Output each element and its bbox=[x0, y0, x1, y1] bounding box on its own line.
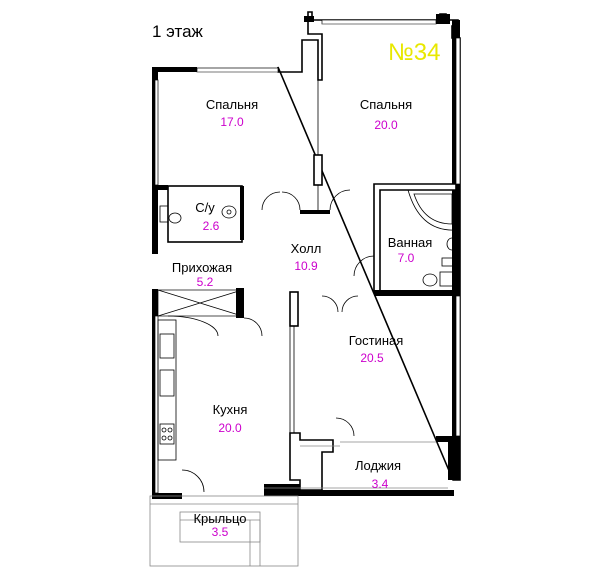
room-area: 20.5 bbox=[360, 351, 384, 365]
apartment-number: №34 bbox=[388, 39, 440, 66]
room-name: Спальня bbox=[206, 97, 258, 112]
room-area: 3.4 bbox=[372, 477, 389, 491]
room-name: Гостиная bbox=[349, 333, 404, 348]
room-label-bedroom-1: Спальня 17.0 bbox=[206, 97, 258, 129]
room-area: 20.0 bbox=[218, 421, 242, 435]
fixtures bbox=[157, 189, 458, 461]
room-name: Кухня bbox=[213, 402, 248, 417]
room-area: 5.2 bbox=[197, 275, 214, 289]
room-label-hall: Холл 10.9 bbox=[291, 241, 322, 273]
room-label-bedroom-2: Спальня 20.0 bbox=[360, 97, 412, 132]
room-label-living: Гостиная 20.5 bbox=[349, 333, 404, 365]
room-name: Лоджия bbox=[355, 458, 401, 473]
floor-label: 1 этаж bbox=[152, 22, 204, 41]
doors bbox=[167, 189, 375, 493]
room-label-entrance: Прихожая 5.2 bbox=[172, 260, 232, 289]
room-label-kitchen: Кухня 20.0 bbox=[213, 402, 248, 435]
room-area: 2.6 bbox=[203, 219, 220, 233]
room-name: Холл bbox=[291, 241, 322, 256]
room-area: 10.9 bbox=[294, 259, 318, 273]
room-area: 20.0 bbox=[374, 118, 398, 132]
room-name: Крыльцо bbox=[193, 511, 246, 526]
room-name: Ванная bbox=[388, 235, 433, 250]
room-area: 3.5 bbox=[212, 525, 229, 539]
room-label-porch: Крыльцо 3.5 bbox=[193, 511, 246, 539]
room-label-wc: С/у 2.6 bbox=[195, 200, 219, 233]
room-name: Прихожая bbox=[172, 260, 232, 275]
room-label-bathroom: Ванная 7.0 bbox=[388, 235, 433, 265]
room-label-loggia: Лоджия 3.4 bbox=[355, 458, 401, 491]
room-name: С/у bbox=[195, 200, 215, 215]
room-area: 17.0 bbox=[220, 115, 244, 129]
room-name: Спальня bbox=[360, 97, 412, 112]
room-area: 7.0 bbox=[398, 251, 415, 265]
porch bbox=[149, 495, 299, 567]
